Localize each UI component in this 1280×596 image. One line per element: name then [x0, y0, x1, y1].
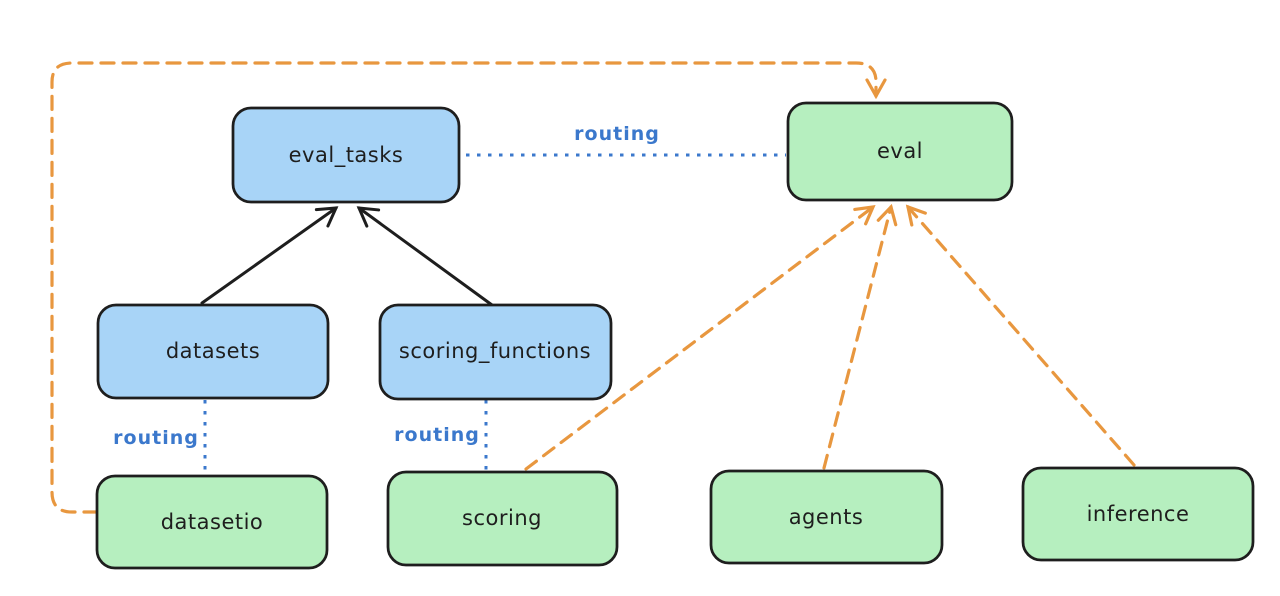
edge-datasetio-to-eval	[50, 61, 887, 514]
node-inference-label: inference	[1087, 502, 1190, 526]
node-scoring: scoring	[386, 470, 619, 567]
node-inference-box	[1021, 466, 1255, 562]
node-agents: agents	[709, 469, 944, 565]
node-inference: inference	[1021, 466, 1255, 562]
node-datasets-label: datasets	[166, 339, 260, 363]
node-datasets: datasets	[96, 303, 330, 400]
edge-scoring-to-eval	[524, 205, 876, 471]
node-eval: eval	[786, 101, 1014, 202]
node-scoring-functions: scoring_functions	[378, 303, 613, 401]
node-eval-label: eval	[877, 139, 923, 163]
edge-agents-to-eval	[822, 203, 898, 470]
node-scoring-label: scoring	[462, 506, 542, 530]
node-eval-tasks: eval_tasks	[231, 106, 461, 204]
node-eval-tasks-label: eval_tasks	[289, 143, 404, 168]
edge-datasets-to-eval-tasks	[200, 206, 339, 305]
routing-label-scoring: routing	[394, 424, 480, 446]
node-scoring-functions-label: scoring_functions	[399, 339, 591, 364]
node-datasetio: datasetio	[95, 474, 329, 570]
node-datasetio-label: datasetio	[161, 510, 264, 534]
node-scoring-functions-box	[378, 303, 613, 401]
node-agents-box	[709, 469, 944, 565]
node-datasetio-box	[95, 474, 329, 570]
edge-inference-to-eval	[905, 204, 1136, 467]
node-scoring-box	[386, 470, 619, 567]
node-agents-label: agents	[789, 505, 864, 529]
node-eval-tasks-box	[231, 106, 461, 204]
node-datasets-box	[96, 303, 330, 400]
edge-scoring-functions-to-eval-tasks	[356, 206, 494, 307]
node-eval-box	[786, 101, 1014, 202]
routing-label-top: routing	[574, 123, 660, 145]
routing-label-datasets: routing	[113, 427, 199, 449]
